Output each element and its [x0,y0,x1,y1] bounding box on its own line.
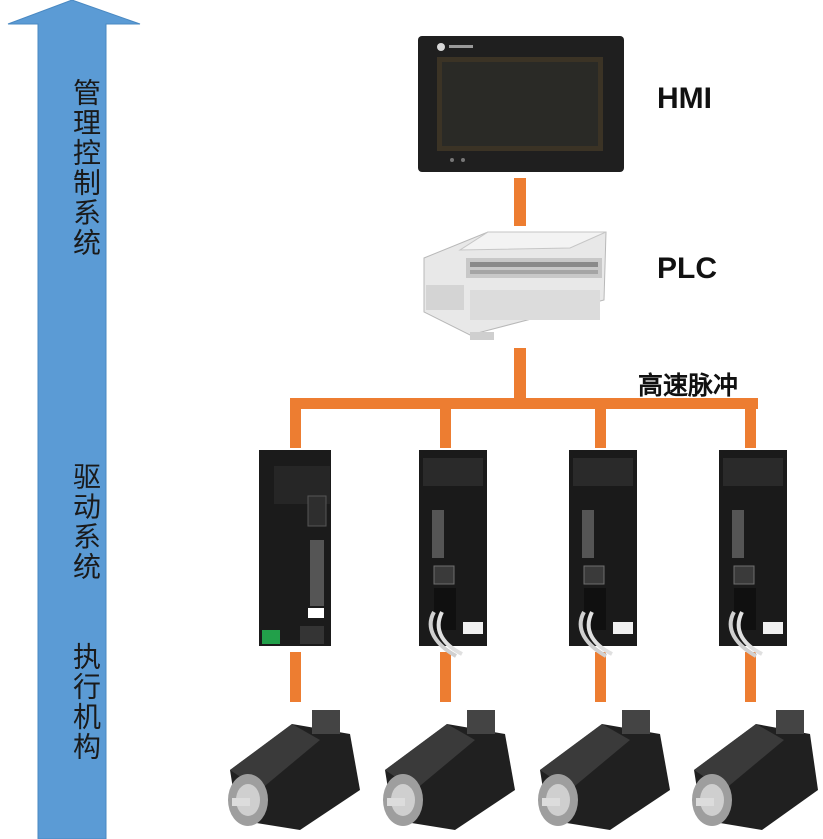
hmi-device [418,36,624,172]
servo-drive-4 [719,450,787,658]
servo-motor-1 [228,710,360,830]
servo-drive-2 [419,450,487,658]
drive-motor-link-2 [440,652,451,702]
pulse-bus [290,398,758,409]
hmi-label: HMI [657,82,712,115]
pulse-label: 高速脉冲 [638,371,739,400]
plc-bus-drop [514,348,526,402]
drive-motor-link-3 [595,652,606,702]
connection-lines [290,178,758,702]
bus-drop-4 [745,398,756,448]
bus-drop-3 [595,398,606,448]
hmi-plc-link [514,178,526,226]
servo-motor-2 [383,710,515,830]
layer-label-management: 管理控制系统 [69,78,102,258]
drive-motor-link-4 [745,652,756,702]
layer-label-drive: 驱动系统 [69,462,102,582]
plc-label: PLC [657,252,717,285]
servo-drive-3 [569,450,637,658]
servo-motor-3 [538,710,670,830]
bus-drop-1 [290,398,301,448]
servo-motor-4 [692,710,818,830]
plc-device [423,231,607,340]
layer-label-actuator: 执行机构 [69,642,102,762]
servo-drive-1 [259,450,331,646]
drive-motor-link-1 [290,652,301,702]
bus-drop-2 [440,398,451,448]
hierarchy-arrow [7,0,141,839]
